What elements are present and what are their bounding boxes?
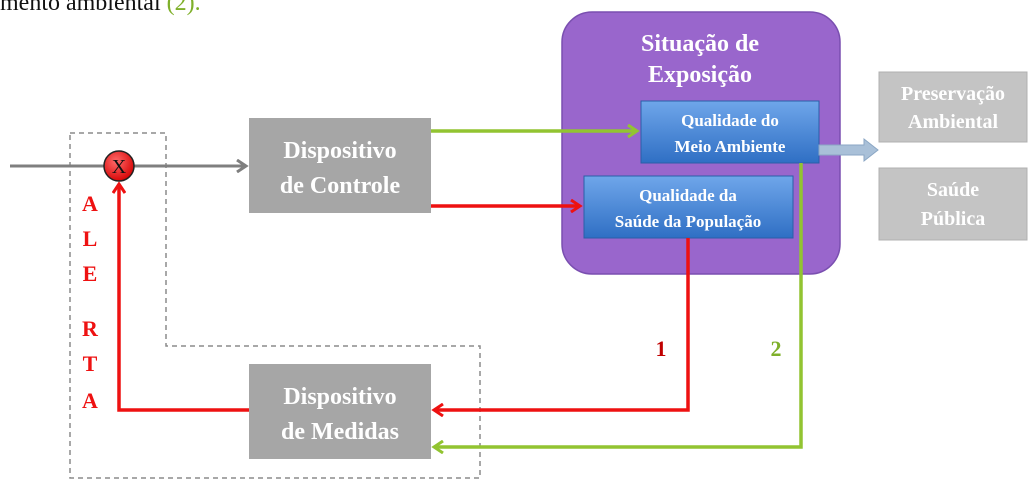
red-path-label: 1 [656,336,667,361]
quality-environment-line2: Meio Ambiente [675,137,786,156]
public-health-line2: Pública [921,208,985,230]
quality-environment-box [640,100,820,164]
situation-title-line2: Exposição [648,62,752,88]
control-device-line2: de Controle [280,173,401,199]
quality-health-line1: Qualidade da [639,186,737,205]
quality-health-box [583,175,794,239]
alert-label: A L E R T A [82,191,99,413]
dashed-boundary [69,132,481,479]
public-health-line1: Saúde [927,179,979,201]
control-device-line1: Dispositivo [283,138,396,164]
situation-title-line1: Situação de [641,31,759,57]
output-arrow [818,137,879,163]
public-health-box [878,167,1028,241]
quality-environment-line1: Qualidade do [681,111,779,130]
header-reference: (2). [166,0,201,16]
junction-node: X [103,150,135,182]
green-path-label: 2 [771,336,782,361]
alert-letter: R [82,316,99,341]
measure-device-line2: de Medidas [281,419,399,445]
preservation-box [878,71,1028,143]
junction-symbol: X [112,156,127,178]
measure-to-junction-arrow [119,185,249,412]
alert-letter: E [83,261,98,286]
measure-device-line1: Dispositivo [283,384,396,410]
alert-letter: T [83,351,98,376]
environment-to-measure-arrow [435,163,803,447]
alert-letter: A [82,388,98,413]
alert-letter: L [83,226,98,251]
preservation-line1: Preservação [901,83,1005,105]
quality-health-line2: Saúde da População [615,212,761,231]
measure-device-box [249,364,431,459]
health-to-measure-arrow [435,238,690,410]
header-text: mento ambiental (2). [0,0,201,17]
header-text-main: mento ambiental [0,0,161,16]
alert-letter: A [82,191,98,216]
preservation-line2: Ambiental [908,111,998,133]
control-device-box [249,118,431,213]
